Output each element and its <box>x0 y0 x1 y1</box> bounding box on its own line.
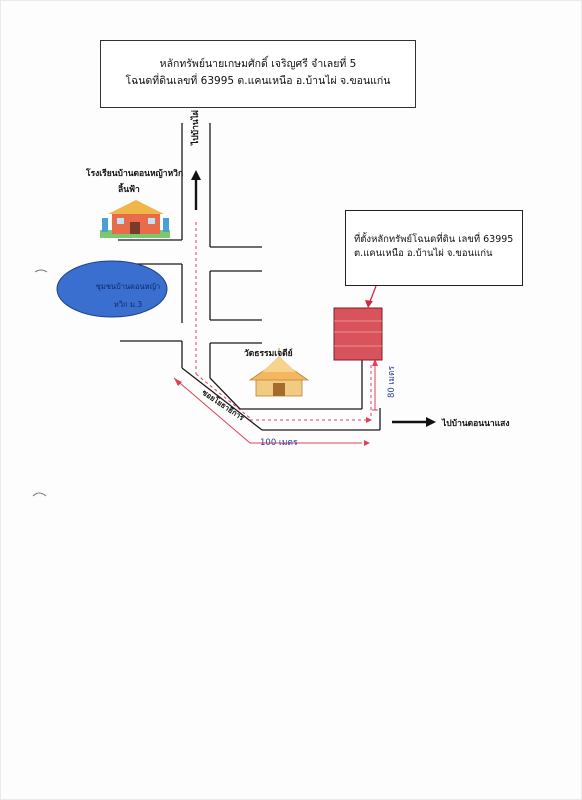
route-arrowhead <box>366 417 372 423</box>
property-callout-box: ที่ตั้งหลักทรัพย์โฉนดที่ดิน เลขที่ 63995… <box>345 210 523 286</box>
distance-80-label: 80 เมตร <box>387 365 397 398</box>
to-east-label: ไปบ้านดอนนาแสง <box>442 419 510 429</box>
school-label-line-2: ลิ้นฟ้า <box>118 185 140 195</box>
title-line-2: โฉนดที่ดินเลขที่ 63995 ต.แคนเหนือ อ.บ้าน… <box>125 75 391 87</box>
title-line-1: หลักทรัพย์นายเกษมศักดิ์ เจริญศรี จำเลยที… <box>159 58 357 70</box>
road-north-label: ไปบ้านไผ่ <box>191 110 201 145</box>
distance-80-arrowhead <box>372 359 378 366</box>
arrow-right-icon-head <box>426 417 436 427</box>
map-title-box: หลักทรัพย์นายเกษมศักดิ์ เจริญศรี จำเลยที… <box>100 40 416 108</box>
lane-edge <box>209 377 241 410</box>
temple-icon <box>248 348 310 397</box>
community-area <box>56 260 168 318</box>
community-label-line-2: หวิก ม.3 <box>113 300 143 309</box>
distance-100-label: 100 เมตร <box>260 438 298 448</box>
callout-pointer-head <box>365 300 373 308</box>
property-parcel <box>333 307 383 361</box>
callout-line-1: ที่ตั้งหลักทรัพย์โฉนดที่ดิน เลขที่ 63995 <box>354 234 514 245</box>
community-label-line-1: ชุมชนบ้านดอนหญ้า <box>95 282 161 291</box>
community-label: ชุมชนบ้านดอนหญ้า หวิก ม.3 <box>78 278 178 314</box>
distance-100-arrowhead <box>174 378 182 386</box>
lane-edge <box>181 367 263 431</box>
distance-100-arrowhead <box>364 440 370 446</box>
school-label-line-1: โรงเรียนบ้านดอนหญ้าหวิก <box>86 169 184 179</box>
scan-mark <box>32 492 47 497</box>
school-building-icon <box>100 200 170 238</box>
callout-line-2: ต.แคนเหนือ อ.บ้านไผ่ จ.ขอนแก่น <box>354 248 493 259</box>
temple-label: วัดธรรมเจดีย์ <box>244 349 293 359</box>
arrow-up-icon-head <box>191 170 201 180</box>
scan-mark <box>34 269 48 273</box>
distance-100-line <box>173 377 362 444</box>
